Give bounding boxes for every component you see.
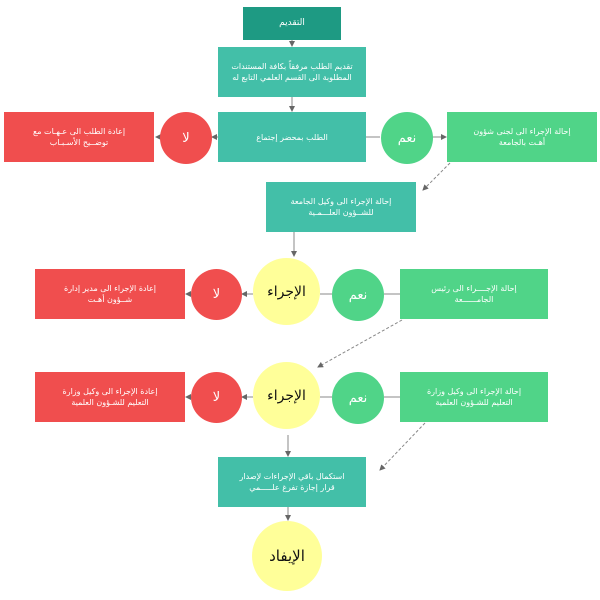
node-no-3: لا: [191, 372, 242, 423]
node-return-1: إعادة الطلب الى عـهـات مع توضــيح الأسـب…: [4, 112, 154, 162]
node-start: التقديم: [243, 7, 341, 40]
node-no-2: لا: [191, 269, 242, 320]
node-refer-president: إحالة الإجــــراء الى رئيس الجامــــــعة: [400, 269, 548, 319]
node-yes-1: نعم: [381, 112, 433, 164]
node-return-2: إعادة الإجراء الى مدير إدارة شــؤون أهـت: [35, 269, 185, 319]
node-yes-2: نعم: [332, 269, 384, 321]
arrow-ministry-to-complete: [379, 422, 426, 471]
node-department-meeting: الطلب بمحضر إجتماع: [218, 112, 366, 162]
node-end: الإيفاد: [252, 521, 322, 591]
node-submit-request: تقديم الطلب مرفقاً بكافة المستندات المطل…: [218, 47, 366, 97]
node-refer-vice-president: إحالة الإجراء الى وكيل الجامعة للشــؤون …: [266, 182, 416, 232]
node-decision-1: الإجراء: [253, 258, 320, 325]
node-refer-ministry: إحالة الإجراء الى وكيل وزارة التعليم للش…: [400, 372, 548, 422]
arrow-president-to-decision2: [317, 319, 403, 368]
node-yes-3: نعم: [332, 372, 384, 424]
node-return-3: إعادة الإجراء الى وكيل وزارة التعليم للش…: [35, 372, 185, 422]
node-complete-procedures: استكمال باقي الإجراءات لإصدار قرار إجازة…: [218, 457, 366, 507]
arrow-refer1-to-vp: [422, 162, 451, 191]
node-no-1: لا: [160, 112, 212, 164]
node-decision-2: الإجراء: [253, 362, 320, 429]
node-refer-committee: إحالة الإجراء الى لجنى شؤون أهـت بالجامع…: [447, 112, 597, 162]
